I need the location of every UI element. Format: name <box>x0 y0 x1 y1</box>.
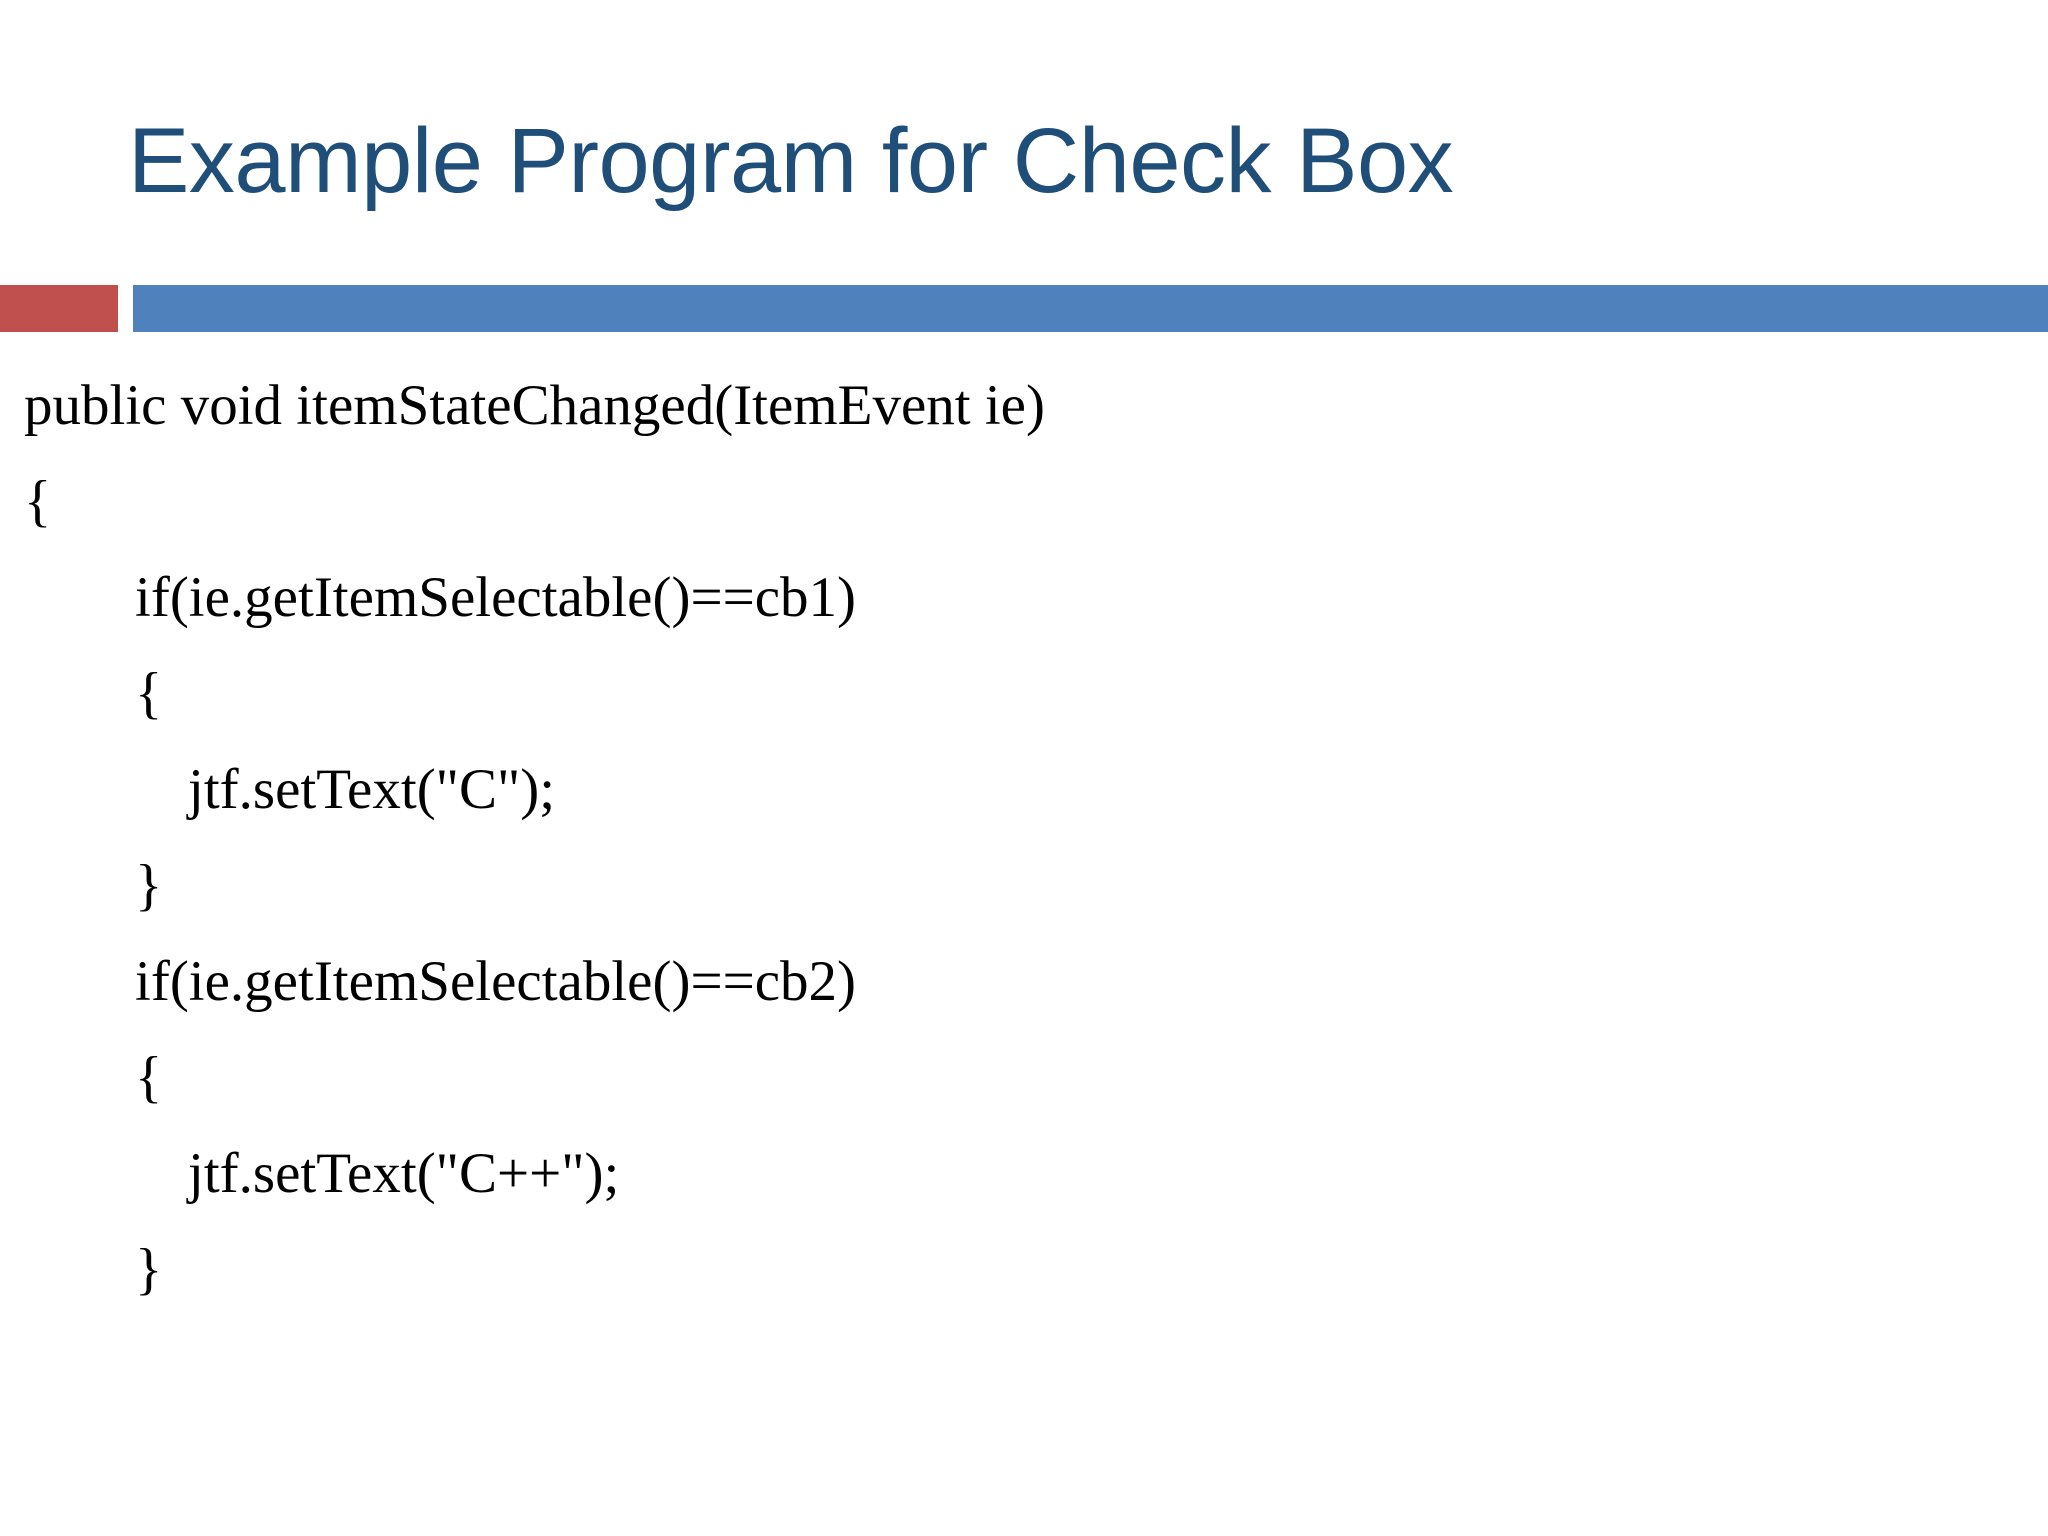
code-line: jtf.setText("C"); <box>188 758 556 821</box>
code-line: if(ie.getItemSelectable()==cb2) <box>135 950 857 1013</box>
code-line: jtf.setText("C++"); <box>188 1142 620 1205</box>
divider-accent-red <box>0 285 118 332</box>
page-title: Example Program for Check Box <box>128 109 1454 212</box>
divider <box>0 285 2048 332</box>
code-line: if(ie.getItemSelectable()==cb1) <box>135 566 857 629</box>
divider-accent-blue <box>133 285 2048 332</box>
code-line: { <box>135 662 163 725</box>
code-line: public void itemStateChanged(ItemEvent i… <box>24 374 1045 437</box>
code-line: } <box>135 854 163 917</box>
code-line: { <box>24 470 52 533</box>
code-line: } <box>135 1238 163 1301</box>
code-block: public void itemStateChanged(ItemEvent i… <box>0 358 2048 1318</box>
code-line: { <box>135 1046 163 1109</box>
